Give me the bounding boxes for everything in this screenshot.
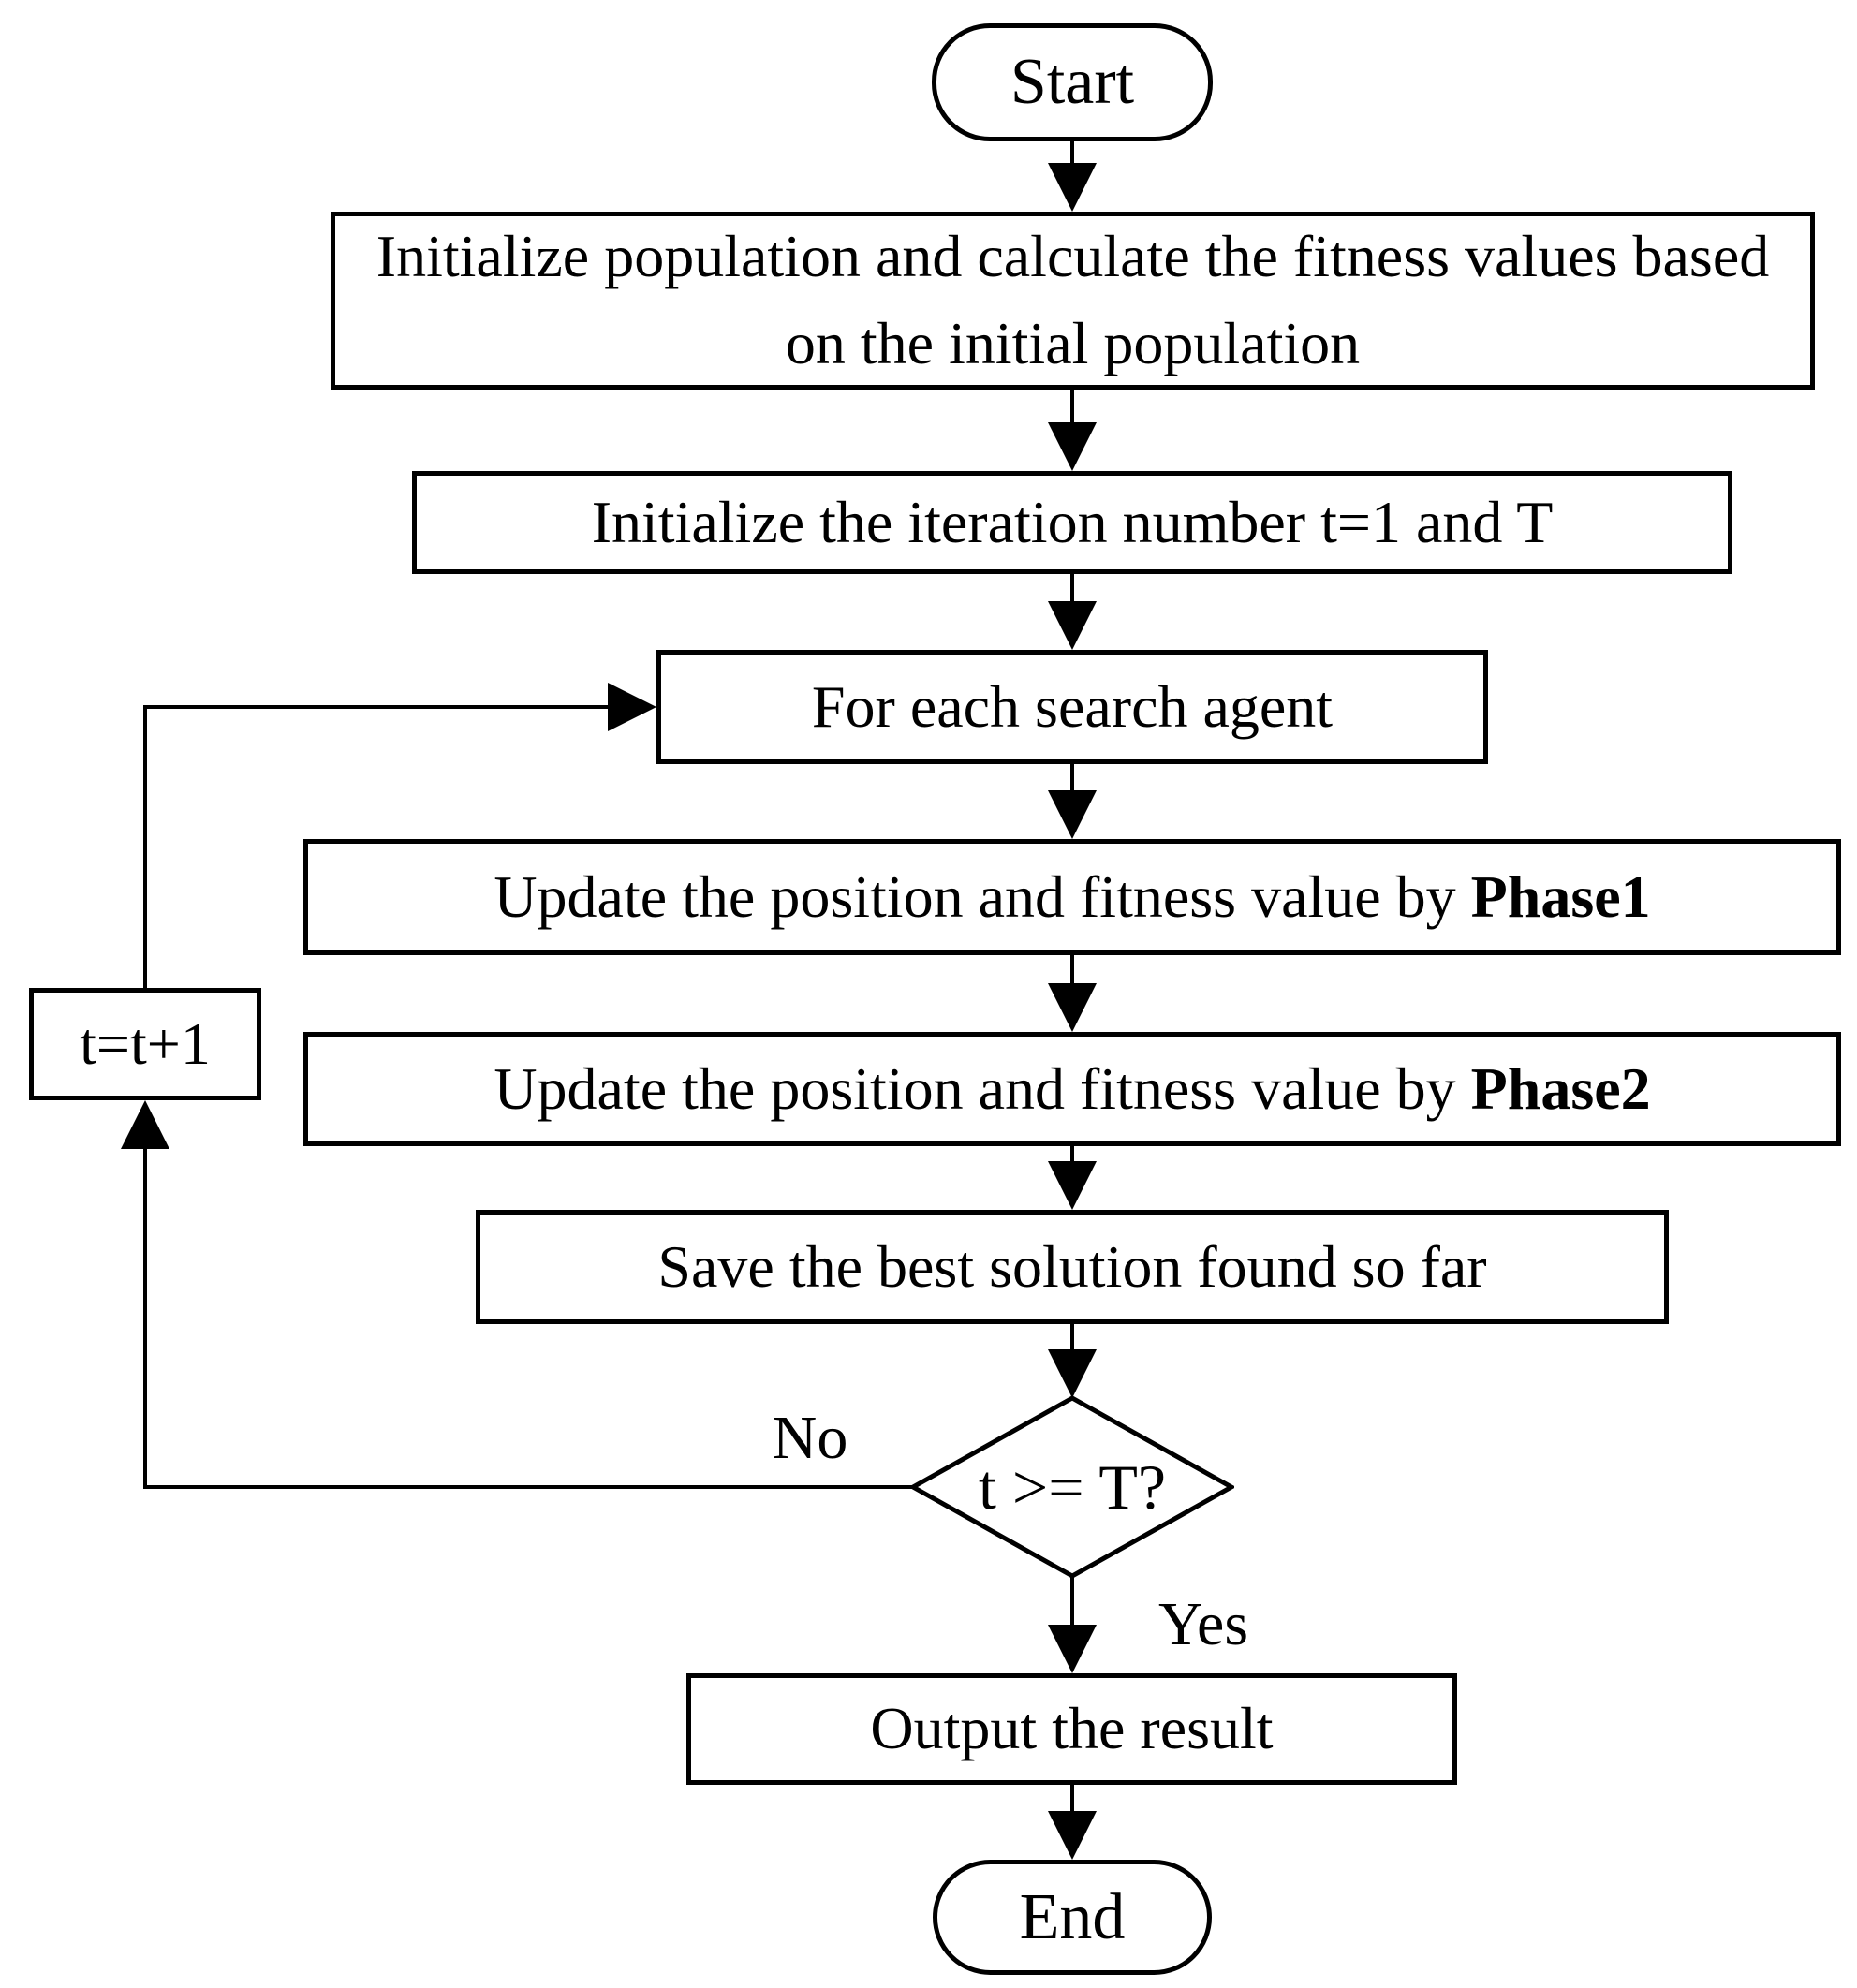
update-phase2-text: Update the position and fitness value by (494, 1054, 1471, 1122)
start-label: Start (1010, 46, 1135, 119)
update-phase1-text: Update the position and fitness value by (494, 862, 1471, 930)
update-phase2-label: Update the position and fitness value by… (494, 1046, 1650, 1133)
process-increment-t: t=t+1 (29, 988, 261, 1100)
connector-line (1070, 390, 1074, 426)
connector-line (1070, 1576, 1074, 1628)
arrowhead-up-icon (121, 1100, 169, 1149)
initialize-iteration-label: Initialize the iteration number t=1 and … (591, 488, 1554, 555)
save-best-solution-label: Save the best solution found so far (657, 1232, 1487, 1300)
arrowhead-right-icon (608, 683, 656, 731)
arrowhead-down-icon (1048, 983, 1097, 1032)
arrowhead-down-icon (1048, 790, 1097, 839)
update-phase2-bold: Phase2 (1470, 1054, 1651, 1122)
edge-label-no: No (772, 1404, 848, 1472)
connector-line (1070, 1146, 1074, 1165)
start-terminator: Start (932, 23, 1213, 141)
arrowhead-down-icon (1048, 1161, 1097, 1210)
connector-line (143, 1485, 913, 1489)
arrowhead-down-icon (1048, 1349, 1097, 1398)
end-terminator: End (933, 1860, 1212, 1975)
output-result-label: Output the result (870, 1695, 1274, 1762)
arrowhead-down-icon (1048, 163, 1097, 212)
edge-label-yes: Yes (1157, 1590, 1249, 1658)
process-save-best-solution: Save the best solution found so far (476, 1210, 1669, 1324)
decision-label: t >= T? (978, 1451, 1167, 1523)
connector-line (1070, 764, 1074, 794)
process-for-each-search-agent: For each search agent (656, 650, 1488, 764)
connector-line (143, 1149, 147, 1489)
connector-line (1070, 141, 1074, 169)
process-update-phase1: Update the position and fitness value by… (303, 839, 1841, 955)
update-phase1-label: Update the position and fitness value by… (494, 854, 1650, 941)
connector-line (1070, 1785, 1074, 1815)
connector-line (1070, 574, 1074, 605)
process-initialize-iteration: Initialize the iteration number t=1 and … (412, 471, 1732, 574)
arrowhead-down-icon (1048, 601, 1097, 650)
connector-line (143, 705, 608, 709)
update-phase1-bold: Phase1 (1470, 862, 1651, 930)
process-initialize-population: Initialize population and calculate the … (331, 212, 1815, 390)
increment-t-label: t=t+1 (80, 1009, 211, 1077)
connector-line (1070, 1324, 1074, 1353)
arrowhead-down-icon (1048, 1625, 1097, 1673)
connector-line (1070, 955, 1074, 987)
initialize-population-label: Initialize population and calculate the … (376, 223, 1770, 376)
arrowhead-down-icon (1048, 422, 1097, 471)
process-update-phase2: Update the position and fitness value by… (303, 1032, 1841, 1146)
for-each-search-agent-label: For each search agent (811, 672, 1334, 740)
connector-line (143, 705, 147, 988)
end-label: End (1019, 1880, 1126, 1953)
arrowhead-down-icon (1048, 1811, 1097, 1860)
decision-diamond: t >= T? (910, 1395, 1234, 1579)
process-output-result: Output the result (686, 1673, 1457, 1785)
